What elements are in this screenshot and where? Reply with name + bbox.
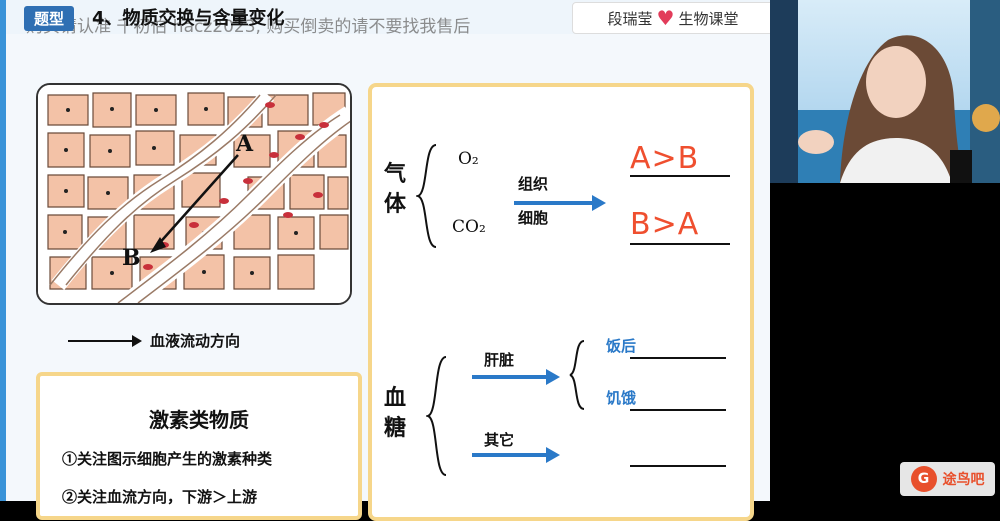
gas-label: 气 体 <box>384 159 406 219</box>
tissue-illustration <box>38 85 350 303</box>
brand-banner: 段瑞莹 ♥ 生物课堂 <box>572 2 774 34</box>
label-b: B <box>122 245 141 271</box>
hungry-blank <box>630 409 726 411</box>
hormone-item-2: ②关注血流方向，下游＞上游 <box>62 488 258 506</box>
flow-arrow-icon <box>68 334 142 347</box>
blood-sugar-brace-icon <box>426 356 447 476</box>
other-blank <box>630 465 726 467</box>
hormone-item-1: ①关注图示细胞产生的激素种类 <box>62 450 273 468</box>
bird-logo-icon: G <box>910 466 937 492</box>
exchange-box: 气 体 O₂ CO₂ 组织 细胞 A>B B>A 血 糖 肝脏 饭后 <box>368 83 754 521</box>
topic-badge: 题型 <box>24 6 75 31</box>
hormone-title: 激素类物质 <box>149 408 249 432</box>
video-empty-area <box>770 183 1000 501</box>
gas-arrow-icon <box>514 195 606 211</box>
tissue-cell-label-line1: 组织 <box>518 175 549 193</box>
answer-o2-blank <box>630 175 730 177</box>
other-arrow-icon <box>472 447 560 463</box>
after-meal-label: 饭后 <box>606 337 637 355</box>
tissue-cell-label: 组织 <box>518 173 548 195</box>
logo-text: 途鸟吧 <box>942 472 985 488</box>
tissue-diagram: A B <box>36 83 352 305</box>
site-logo: G 途鸟吧 <box>900 462 995 496</box>
liver-arrow-icon <box>472 369 560 385</box>
brand-course: 生物课堂 <box>678 9 739 28</box>
teacher-camera-icon <box>770 0 1000 183</box>
after-meal-blank <box>630 357 726 359</box>
tissue-cell-label-line2: 细胞 <box>518 209 549 227</box>
legend-text: 血液流动方向 <box>150 332 241 350</box>
brand-name: 段瑞莹 <box>607 9 653 28</box>
section-title: 4、物质交换与含量变化 <box>92 8 285 29</box>
blood-sugar-label: 血 糖 <box>384 383 406 443</box>
flow-legend: 血液流动方向 <box>68 330 240 351</box>
blood-sugar-line1: 血 <box>384 385 407 411</box>
watermark-text: 购买请认准 千初伯 hacz2023, 购买倒卖的请不要找我售后 <box>26 17 471 37</box>
hungry-label: 饥饿 <box>606 389 637 407</box>
other-label: 其它 <box>484 431 515 449</box>
liver-label: 肝脏 <box>484 351 515 369</box>
label-a: A <box>236 131 254 157</box>
teacher-video <box>770 0 1000 183</box>
answer-o2: A>B <box>630 141 700 176</box>
liver-brace-icon <box>569 340 585 410</box>
heart-icon: ♥ <box>656 6 675 30</box>
answer-co2-blank <box>630 243 730 245</box>
gas-label-line2: 体 <box>384 191 407 217</box>
tissue-cell-label-2: 细胞 <box>518 207 548 229</box>
lecture-slide: 购买请认准 千初伯 hacz2023, 购买倒卖的请不要找我售后 题型 4、物质… <box>0 0 776 521</box>
hormone-box: 激素类物质 ①关注图示细胞产生的激素种类 ②关注血流方向，下游＞上游 <box>36 372 362 520</box>
blood-sugar-line2: 糖 <box>384 415 407 441</box>
gas-label-line1: 气 <box>384 161 407 187</box>
gas-brace-icon <box>416 144 437 248</box>
slide-topbar: 购买请认准 千初伯 hacz2023, 购买倒卖的请不要找我售后 题型 4、物质… <box>6 0 776 37</box>
o2-label: O₂ <box>458 149 479 169</box>
co2-label: CO₂ <box>452 217 486 237</box>
answer-co2: B>A <box>630 207 700 242</box>
